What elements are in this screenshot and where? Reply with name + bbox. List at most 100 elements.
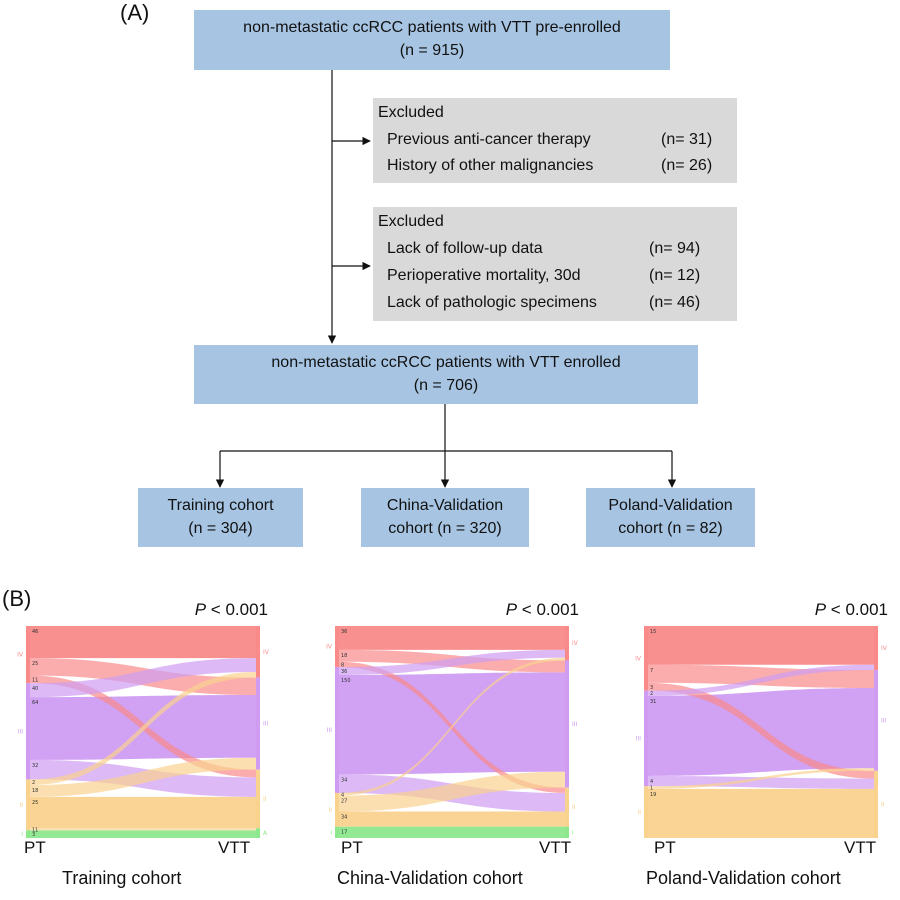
sankey-count-label: 15: [650, 629, 656, 635]
p-value: P < 0.001: [195, 600, 268, 620]
sankey-stage-label-right: III: [572, 721, 578, 728]
sankey-count-label: 1: [650, 786, 653, 792]
exclusion-box-1: Excluded Previous anti-cancer therapy (n…: [373, 98, 737, 183]
axis-label-pt: PT: [341, 838, 363, 857]
sankey-count-label: 36: [341, 669, 347, 675]
sankey-stage-label-right: III: [263, 721, 269, 728]
sankey-stage-label-right: II: [263, 796, 267, 803]
axis-label-vtt: VTT: [218, 838, 251, 857]
exclusion-1-item-label: Previous anti-cancer therapy: [387, 131, 591, 148]
panel-b-label: (B): [2, 586, 32, 611]
sankey-node-left-iii: [335, 667, 339, 793]
sankey-node-left-iv: [26, 626, 30, 684]
cohort-box-line1: China-Validation: [386, 497, 504, 514]
p-value-symbol: P: [505, 600, 518, 619]
sankey-title: Poland-Validation cohort: [646, 868, 841, 888]
sankey-count-label: 34: [341, 777, 347, 783]
sankey-stage-label-right: II: [572, 804, 576, 811]
sankey-count-label: 25: [32, 800, 38, 806]
cohort-box-line2: cohort (n = 82): [618, 520, 723, 537]
sankey-node-right-ii: [565, 787, 569, 827]
sankey-flow-i-to-i: [339, 826, 565, 838]
sankey-count-label: 46: [32, 629, 38, 635]
sankey-count-label: 2: [650, 691, 653, 697]
exclusion-1-title: Excluded: [378, 104, 444, 121]
sankey-flow-ii-to-iii: [339, 771, 565, 812]
sankey-flow-iv-to-iv: [648, 626, 874, 665]
sankey-stage-label-left: IV: [17, 652, 24, 659]
sankey-count-label: 4: [341, 792, 344, 798]
sankey-count-label: 4: [650, 779, 653, 785]
exclusion-2-item-count: (n= 12): [649, 267, 701, 284]
sankey-stage-label-right: IV: [881, 645, 888, 652]
sankey-flow-iii-to-iv: [648, 664, 874, 696]
p-value-text: < 0.001: [517, 600, 579, 619]
sankey-node-right-iii: [874, 669, 878, 771]
exclusion-1-item-count: (n= 26): [661, 157, 713, 174]
sankey-stage-label-left: II: [19, 802, 23, 809]
sankey-flow-ii-to-ii: [648, 788, 874, 838]
sankey-stage-label-right: IV: [263, 649, 270, 656]
sankey-count-label: 150: [341, 678, 351, 684]
p-value: P < 0.001: [815, 600, 888, 620]
poland-validation-cohort-box: Poland-Validation cohort (n = 82): [586, 488, 755, 547]
sankey-count-label: 8: [341, 662, 344, 668]
sankey-node-left-iv: [644, 626, 648, 691]
sankey-stage-label-right: III: [881, 717, 887, 724]
sankey-node-left-ii: [644, 786, 648, 838]
axis-label-vtt: VTT: [844, 838, 877, 857]
exclusion-box-2: Excluded Lack of follow-up data (n= 94) …: [373, 207, 737, 321]
sankey-flow-i-to-i: [30, 830, 256, 838]
sankey-count-label: 40: [32, 686, 38, 692]
sankey-node-right-iv: [874, 626, 878, 670]
sankey-node-right-i: [256, 828, 260, 838]
exclusion-1-item-label: History of other malignancies: [387, 157, 594, 174]
exclusion-2-item-label: Perioperative mortality, 30d: [387, 267, 581, 284]
cohort-box-line2: cohort (n = 320): [388, 520, 502, 537]
sankey-stage-label-left: IV: [326, 644, 333, 651]
sankey-flow-iii-to-iv: [339, 649, 565, 676]
sankey-node-left-ii: [335, 792, 339, 827]
enrolled-title: non-metastatic ccRCC patients with VTT e…: [271, 354, 621, 371]
sankey-node-left-iii: [26, 683, 30, 780]
sankey-count-label: 3: [650, 685, 653, 691]
sankey-stage-label-left: I: [330, 829, 332, 836]
sankey-node-right-i: [565, 826, 569, 838]
sankey-title: Training cohort: [62, 868, 182, 888]
pre-enrolled-title: non-metastatic ccRCC patients with VTT p…: [243, 19, 621, 36]
training-cohort-box: Training cohort (n = 304): [138, 488, 303, 547]
sankey-flow-iv-to-iv: [339, 626, 565, 650]
p-value-symbol: P: [814, 600, 827, 619]
sankey-count-label: 11: [32, 827, 38, 833]
sankey-flow-iv-to-iv: [30, 626, 256, 659]
pre-enrolled-count: (n = 915): [399, 42, 465, 59]
sankey-flow-ii-to-ii: [339, 811, 565, 827]
sankey-count-label: 7: [650, 668, 653, 674]
sankey-stage-label-left: I: [21, 831, 23, 838]
cohort-box-line2: (n = 304): [188, 520, 253, 537]
sankey-node-left-iii: [644, 690, 648, 787]
sankey-node-right-iii: [256, 677, 260, 770]
axis-label-pt: PT: [24, 838, 46, 857]
sankey-flow-iv-to-ii: [648, 682, 874, 779]
flow-connectors: [215, 70, 677, 488]
sankey-stage-label-right: II: [881, 801, 885, 808]
exclusion-2-item-label: Lack of follow-up data: [387, 240, 543, 257]
sankey-count-label: 36: [341, 629, 347, 635]
sankey-node-right-iii: [565, 660, 569, 788]
exclusion-2-title: Excluded: [378, 213, 444, 230]
sankey-count-label: 2: [32, 780, 35, 786]
sankey-count-label: 34: [341, 815, 347, 821]
sankey-stage-label-left: IV: [635, 655, 642, 662]
exclusion-2-item-count: (n= 94): [649, 240, 701, 257]
sankey-flow-ii-to-iii: [648, 768, 874, 789]
sankey-flow-ii-to-iv: [30, 672, 256, 785]
sankey-flow-ii-to-iv: [339, 657, 565, 796]
sankey-flow-iii-to-iv: [30, 658, 256, 698]
sankey-count-label: 19: [650, 792, 656, 798]
